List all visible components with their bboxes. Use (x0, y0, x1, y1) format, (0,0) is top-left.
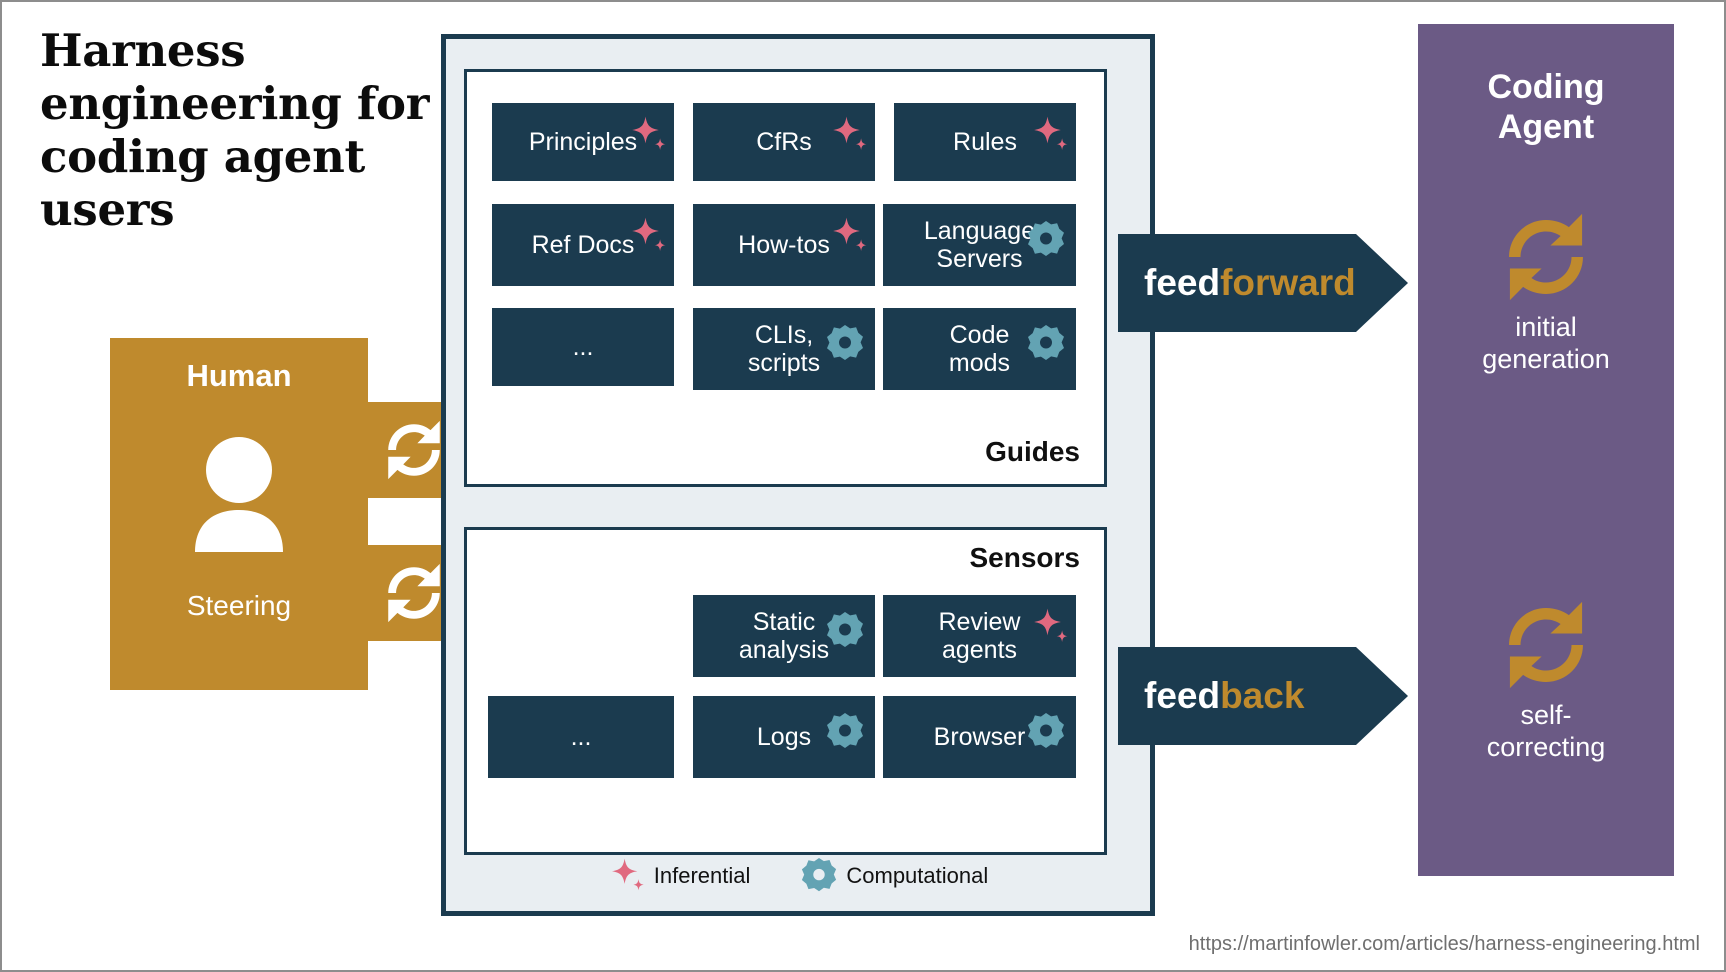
gear-icon (1026, 324, 1066, 364)
card-logs[interactable]: Logs (693, 696, 875, 778)
gear-icon (825, 712, 865, 752)
gear-icon (800, 857, 838, 895)
guides-panel: Principles CfRs Rules (464, 69, 1107, 487)
card-static-analysis[interactable]: Static analysis (693, 595, 875, 677)
legend: Inferential Computational (446, 857, 1150, 895)
card-ref-docs[interactable]: Ref Docs (492, 204, 674, 286)
card-label: CLIs, scripts (747, 321, 821, 377)
card-label: Browser (933, 723, 1026, 751)
card-cfrs[interactable]: CfRs (693, 103, 875, 181)
card-code-mods[interactable]: Code mods (883, 308, 1076, 390)
card-label: Ref Docs (531, 231, 635, 259)
agent-stage-caption: initial generation (1482, 312, 1610, 375)
coding-agent-panel: Coding Agent initial generation (1418, 24, 1674, 876)
sensors-panel: Sensors Static analysis Review agents (464, 527, 1107, 855)
card-browser[interactable]: Browser (883, 696, 1076, 778)
coding-agent-title: Coding Agent (1487, 68, 1605, 147)
loop-arrow-icon (388, 563, 440, 623)
card-label: Review agents (938, 608, 1021, 664)
sparkle-icon (1030, 607, 1070, 647)
legend-label: Inferential (653, 863, 751, 888)
card-more-sensors[interactable]: ... (488, 696, 674, 778)
gear-icon (1026, 712, 1066, 752)
sensors-caption: Sensors (969, 542, 1081, 573)
human-label: Human (186, 358, 292, 393)
arrow-shape (1118, 647, 1408, 745)
sparkle-icon (829, 216, 869, 256)
gear-icon (825, 324, 865, 364)
loop-arrow-icon (1498, 213, 1594, 301)
card-label: How-tos (738, 231, 830, 259)
loop-arrow-icon (388, 420, 440, 480)
agent-stage-initial-generation: initial generation (1419, 213, 1673, 376)
card-label: Principles (528, 128, 638, 156)
card-label: Rules (953, 128, 1017, 156)
feedforward-prefix: feed (1144, 262, 1221, 303)
sparkle-icon (628, 216, 668, 256)
page-title: Harness engineering for coding agent use… (40, 24, 430, 237)
card-review-agents[interactable]: Review agents (883, 595, 1076, 677)
feedforward-suffix: forward (1220, 262, 1356, 303)
legend-item-inferential: Inferential (608, 857, 751, 895)
card-principles[interactable]: Principles (492, 103, 674, 181)
feedback-prefix: feed (1144, 675, 1221, 716)
card-label: Code mods (948, 321, 1011, 377)
sparkle-icon (628, 115, 668, 155)
harness-frame: Principles CfRs Rules (441, 34, 1155, 916)
person-icon (187, 436, 291, 552)
sparkle-icon (608, 857, 646, 895)
card-language-servers[interactable]: Language Servers (883, 204, 1076, 286)
gear-icon (825, 611, 865, 651)
card-label: Static analysis (738, 608, 830, 664)
legend-label: Computational (846, 863, 989, 888)
agent-stage-caption: self- correcting (1486, 700, 1606, 763)
card-label: Language Servers (923, 217, 1036, 273)
legend-item-computational: Computational (800, 857, 988, 895)
human-block: Human Steering (110, 338, 368, 690)
gear-icon (1026, 220, 1066, 260)
source-url: https://martinfowler.com/articles/harnes… (1188, 933, 1700, 955)
sparkle-icon (1030, 115, 1070, 155)
card-clis-scripts[interactable]: CLIs, scripts (693, 308, 875, 390)
card-how-tos[interactable]: How-tos (693, 204, 875, 286)
feedback-suffix: back (1220, 675, 1305, 716)
agent-stage-self-correcting: self- correcting (1419, 601, 1673, 764)
card-label: ... (572, 333, 594, 361)
card-more-guides[interactable]: ... (492, 308, 674, 386)
card-label: Logs (756, 723, 812, 751)
loop-arrow-icon (1498, 601, 1594, 689)
guides-caption: Guides (985, 436, 1080, 467)
card-rules[interactable]: Rules (894, 103, 1076, 181)
card-label: CfRs (756, 128, 812, 156)
human-sublabel: Steering (186, 590, 292, 621)
sparkle-icon (829, 115, 869, 155)
arrow-shape (1118, 234, 1408, 332)
card-label: ... (570, 723, 592, 751)
